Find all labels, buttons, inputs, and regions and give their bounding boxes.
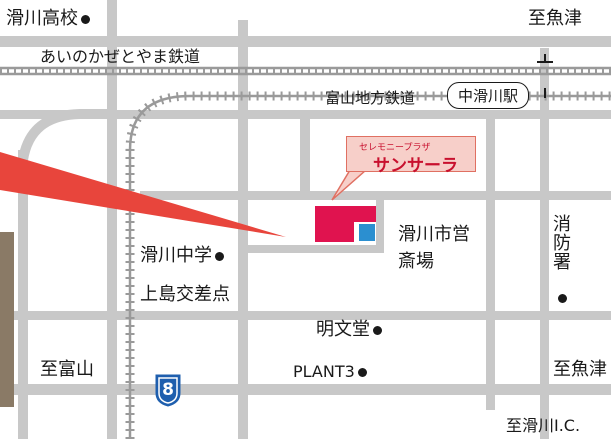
- callout-sub: セレモニープラザ: [359, 143, 431, 153]
- label-crematorium-2: 斎場: [398, 251, 434, 272]
- label-plant3: PLANT3: [293, 364, 367, 380]
- road-v-left: [107, 0, 117, 439]
- label-to-uozu-bottom: 至魚津: [553, 359, 607, 380]
- road-h-lower-mid: [243, 245, 383, 253]
- photo-strip: [0, 232, 14, 407]
- label-namerikawa-hs: 滑川高校: [6, 10, 90, 28]
- label-text: PLANT3: [293, 362, 355, 381]
- pointer-wedge: [0, 152, 286, 237]
- dot-marker-icon: [81, 14, 90, 24]
- label-meibundo: 明文堂: [316, 321, 382, 339]
- road-v-right2: [540, 48, 549, 439]
- road-h-top: [0, 36, 611, 47]
- label-text: 滑川高校: [6, 8, 78, 29]
- dot-marker-icon: [558, 294, 567, 303]
- callout-main: サンサーラ: [373, 156, 458, 176]
- label-namerikawa-jhs: 滑川中学: [140, 247, 224, 265]
- label-to-toyama: 至富山: [40, 359, 94, 380]
- rail-toyama-chiho: [125, 91, 611, 439]
- label-fire-station: 消防署: [550, 214, 571, 271]
- rail-ainokaze: [0, 66, 611, 76]
- callout-sansara: セレモニープラザ サンサーラ: [346, 136, 476, 176]
- road-h-bottom: [0, 384, 611, 395]
- fire-station-dot: [555, 290, 567, 306]
- label-to-namerikawa-ic: 至滑川I.C.: [506, 416, 581, 435]
- dot-marker-icon: [357, 368, 367, 377]
- national-route-shield-icon: 8: [153, 373, 183, 407]
- building-marker-icon: [315, 206, 376, 242]
- route-number: 8: [162, 380, 174, 400]
- square-marker-icon: [359, 224, 375, 241]
- label-ainokaze-line: あいのかぜとやま鉄道: [40, 47, 201, 66]
- road-h-middle: [140, 191, 611, 200]
- road-h-lower: [0, 311, 611, 320]
- label-to-uozu-top: 至魚津: [528, 8, 582, 29]
- station-naka-namerikawa: 中滑川駅: [447, 82, 530, 109]
- road-v-center: [300, 110, 310, 195]
- station-marks: [537, 54, 553, 98]
- road-v-crem: [376, 191, 384, 253]
- label-kamijima-intersection: 上島交差点: [140, 284, 230, 305]
- label-text: 滑川中学: [140, 245, 212, 266]
- dot-marker-icon: [215, 251, 224, 261]
- label-text: 明文堂: [316, 319, 370, 340]
- label-toyama-chiho-line: 富山地方鉄道: [325, 89, 416, 107]
- road-curve-left: [18, 109, 110, 161]
- dot-marker-icon: [373, 325, 382, 335]
- label-crematorium-1: 滑川市営: [398, 224, 470, 245]
- road-v-right1: [486, 110, 495, 410]
- road-v-farleft: [18, 150, 28, 439]
